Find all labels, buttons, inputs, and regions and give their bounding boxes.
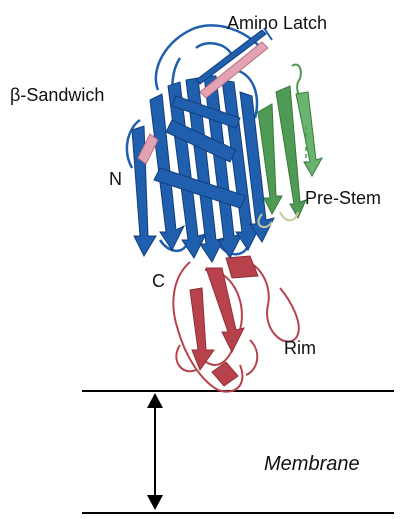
- label-n-terminus: N: [109, 170, 122, 188]
- rim-domain: [173, 260, 298, 392]
- label-c-terminus: C: [152, 272, 165, 290]
- membrane-thickness-arrow: [147, 393, 163, 510]
- label-membrane: Membrane: [264, 454, 360, 474]
- label-amino-latch: Amino Latch: [227, 14, 327, 32]
- beta-sandwich-strands: [132, 76, 274, 262]
- label-beta-sandwich: β-Sandwich: [10, 86, 104, 104]
- label-rim: Rim: [284, 339, 316, 357]
- rim-strands: [190, 256, 258, 386]
- label-pre-stem: Pre-Stem: [305, 189, 381, 207]
